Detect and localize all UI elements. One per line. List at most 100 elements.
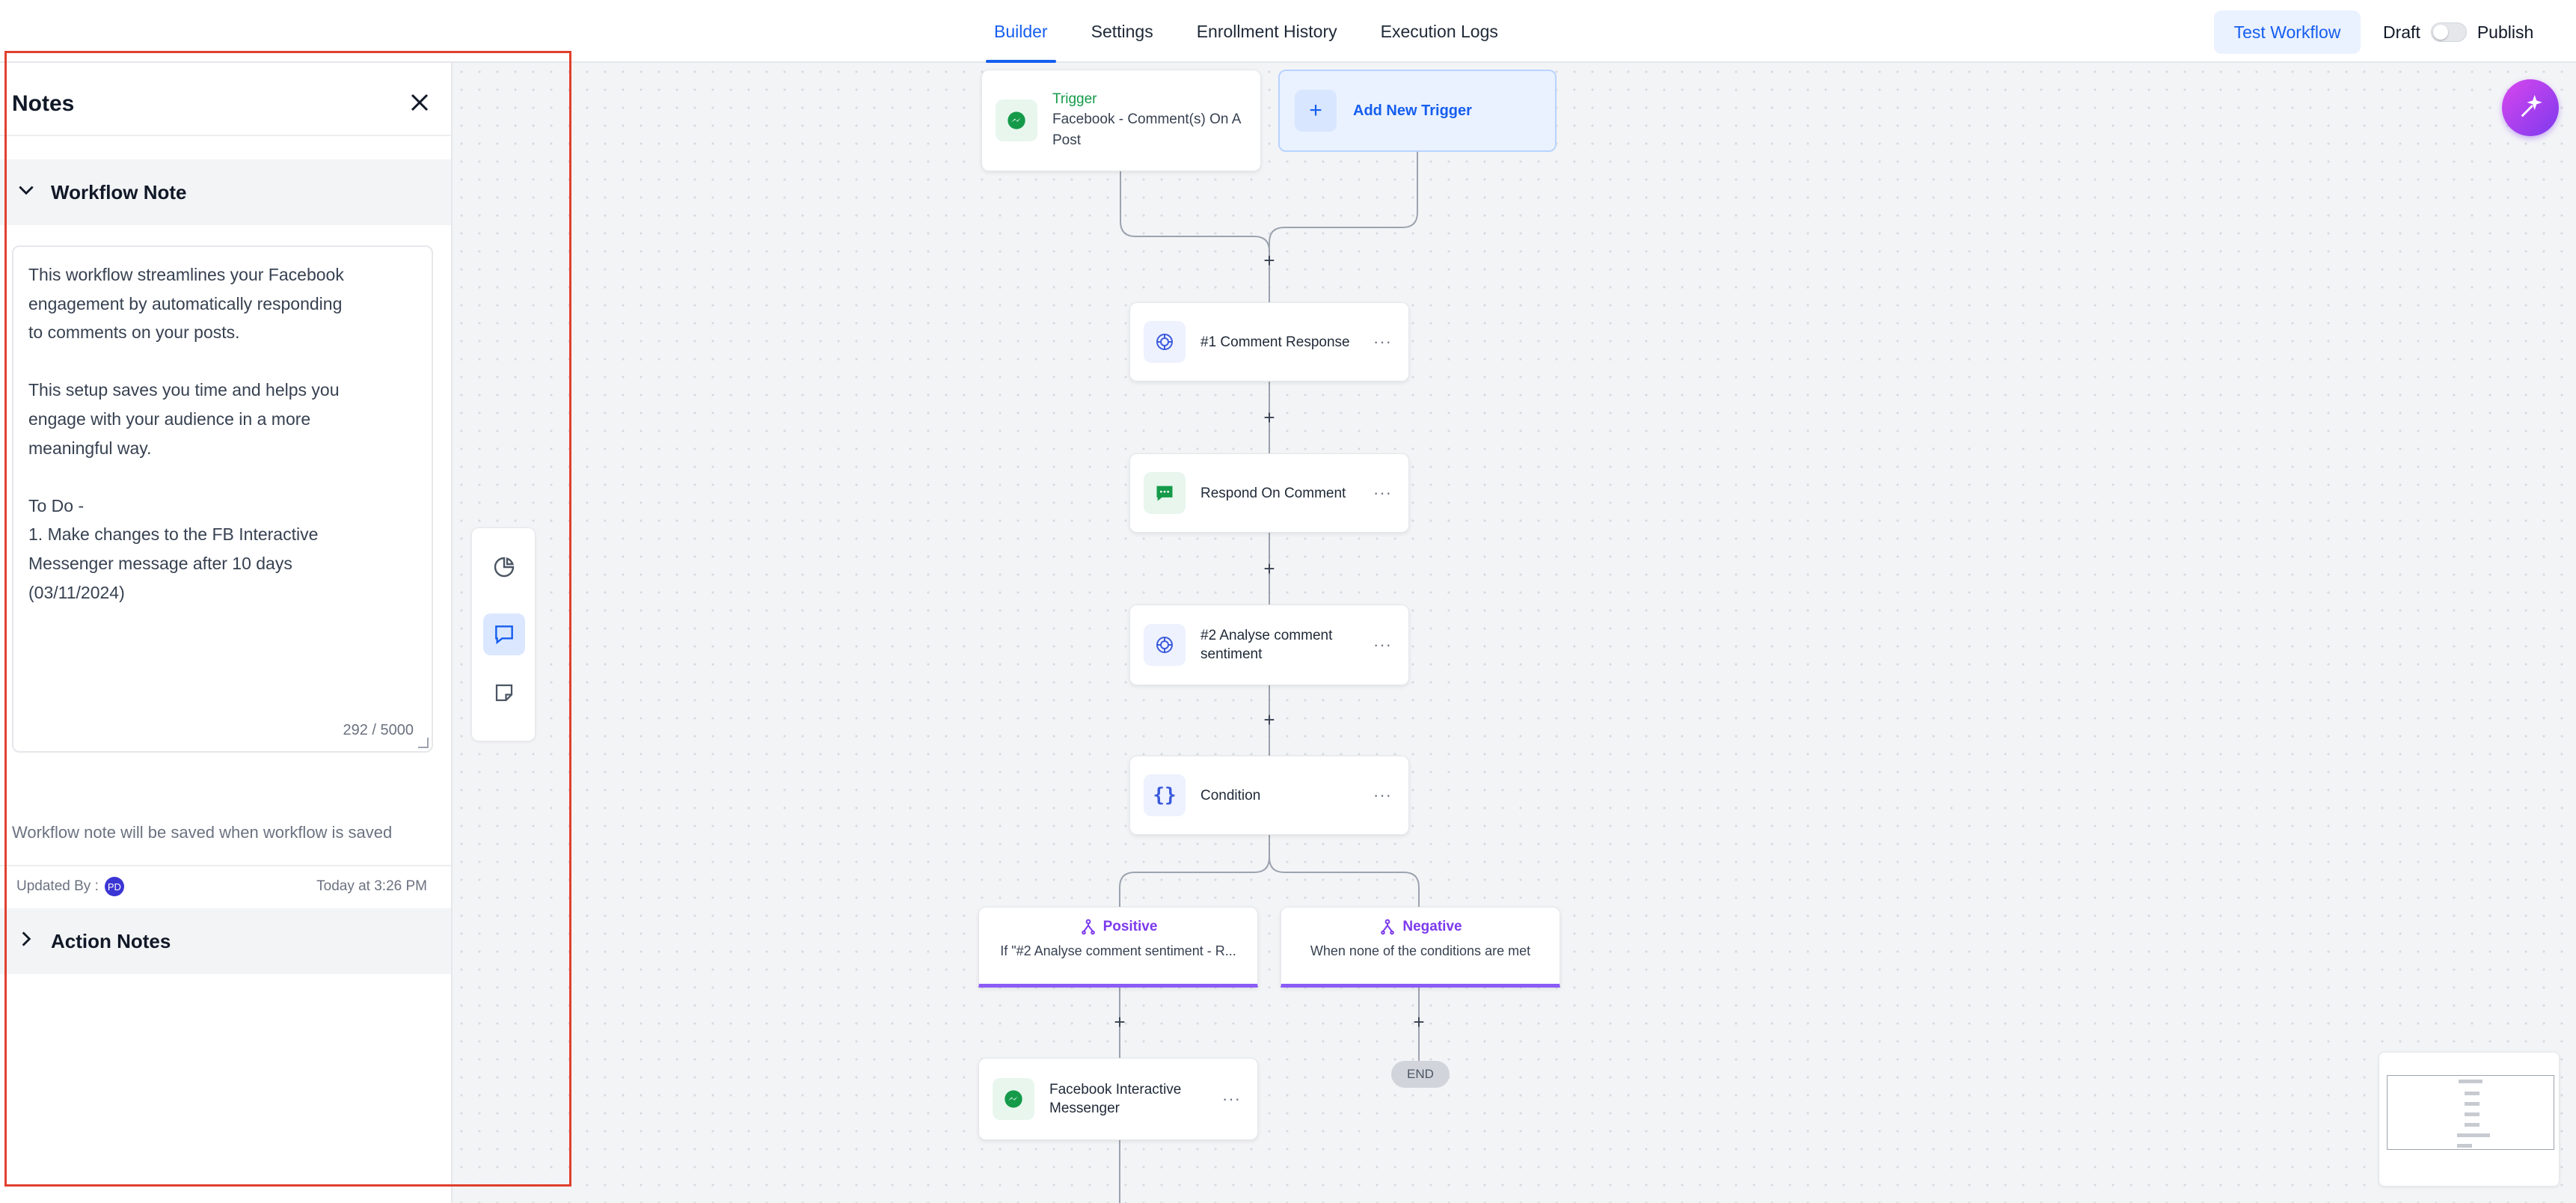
branch-icon (1081, 919, 1095, 935)
side-toolbar (471, 527, 536, 741)
top-bar: Builder Settings Enrollment History Exec… (0, 0, 2576, 63)
publish-toggle-group: Draft Publish (2383, 10, 2533, 54)
branch-title-text: Negative (1402, 919, 1462, 934)
branch-title: Negative (1281, 918, 1560, 936)
add-step-button[interactable]: + (1263, 708, 1275, 731)
more-options-icon[interactable]: ··· (1373, 786, 1392, 804)
action-label: #1 Comment Response (1200, 334, 1350, 350)
messenger-icon (993, 1078, 1034, 1120)
close-icon[interactable] (408, 89, 431, 119)
more-options-icon[interactable]: ··· (1373, 332, 1392, 351)
updated-by: Updated By : PD (16, 877, 124, 896)
action-label: Respond On Comment (1200, 485, 1346, 501)
updated-by-label: Updated By : (16, 878, 99, 895)
chevron-right-icon (16, 929, 39, 954)
updated-info: Updated By : PD Today at 3:26 PM (0, 865, 451, 907)
note-text: This workflow streamlines your Facebook … (28, 265, 344, 602)
add-step-button[interactable]: + (1263, 405, 1275, 429)
close-icon-glyph (411, 94, 429, 111)
openai-icon (1144, 321, 1186, 363)
minimap[interactable] (2379, 1052, 2560, 1187)
action-node-fb-interactive-messenger[interactable]: Facebook Interactive Messenger ··· (978, 1058, 1258, 1140)
minimap-node (2459, 1080, 2483, 1083)
char-count: 292 / 5000 (343, 722, 414, 738)
toggle-knob (2432, 25, 2448, 40)
end-marker: END (1391, 1061, 1450, 1088)
action-node-respond-on-comment[interactable]: Respond On Comment ··· (1129, 453, 1409, 533)
tab-bar: Builder Settings Enrollment History Exec… (972, 0, 1520, 63)
more-options-icon[interactable]: ··· (1373, 483, 1392, 502)
plus-icon: + (1295, 90, 1337, 132)
more-options-icon[interactable]: ··· (1222, 1089, 1241, 1108)
trigger-node[interactable]: Trigger Facebook - Comment(s) On A Post (981, 70, 1261, 171)
chevron-down-icon (16, 180, 39, 205)
branch-negative[interactable]: Negative When none of the conditions are… (1281, 907, 1560, 988)
more-options-icon[interactable]: ··· (1373, 635, 1392, 654)
add-step-button[interactable]: + (1263, 248, 1275, 272)
action-node-comment-response[interactable]: #1 Comment Response ··· (1129, 302, 1409, 382)
section-title: Action Notes (51, 929, 171, 952)
avatar: PD (104, 877, 124, 896)
tab-enrollment-history[interactable]: Enrollment History (1196, 21, 1337, 41)
minimap-node (2457, 1144, 2472, 1148)
chevron-down-glyph (19, 186, 34, 195)
notes-panel: Notes Workflow Note This workflow stream… (0, 63, 453, 1203)
action-notes-section-toggle[interactable]: Action Notes (0, 908, 451, 974)
updated-at: Today at 3:26 PM (316, 878, 427, 894)
branch-positive[interactable]: Positive If "#2 Analyse comment sentimen… (978, 907, 1258, 988)
publish-toggle[interactable] (2430, 22, 2467, 42)
add-step-button[interactable]: + (1114, 1010, 1126, 1033)
workflow-canvas[interactable] (453, 63, 2576, 1203)
openai-icon (1144, 624, 1186, 666)
trigger-label: Facebook - Comment(s) On A Post (1052, 111, 1241, 148)
analytics-tool-button[interactable] (483, 546, 525, 588)
publish-label: Publish (2477, 22, 2534, 42)
trigger-title: Trigger (1052, 91, 1097, 107)
comment-icon (495, 625, 513, 645)
minimap-node (2465, 1102, 2480, 1106)
pie-chart-icon (494, 557, 515, 578)
add-step-button[interactable]: + (1263, 557, 1275, 580)
braces-icon: {} (1144, 774, 1186, 816)
branch-subtitle: If "#2 Analyse comment sentiment - R... (1000, 943, 1236, 958)
chevron-right-glyph (22, 931, 31, 946)
add-new-trigger-button[interactable]: + Add New Trigger (1278, 70, 1557, 152)
workflow-note-textarea[interactable]: This workflow streamlines your Facebook … (12, 245, 433, 753)
ai-assistant-button[interactable] (2502, 79, 2559, 136)
action-label: Facebook Interactive Messenger (1049, 1082, 1182, 1116)
save-hint: Workflow note will be saved when workflo… (12, 823, 393, 842)
draft-label: Draft (2383, 22, 2420, 42)
connector-lines (1119, 152, 1420, 1203)
minimap-node (2465, 1112, 2480, 1116)
panel-title: Notes (12, 91, 75, 116)
branch-title: Positive (979, 918, 1257, 936)
add-step-button[interactable]: + (1413, 1010, 1425, 1033)
tab-builder[interactable]: Builder (972, 0, 1070, 63)
minimap-node (2465, 1123, 2480, 1127)
messenger-icon (996, 100, 1037, 141)
test-workflow-button[interactable]: Test Workflow (2214, 10, 2361, 54)
workflow-note-section-toggle[interactable]: Workflow Note (0, 159, 451, 225)
minimap-node (2457, 1133, 2490, 1137)
branch-icon (1381, 919, 1395, 935)
minimap-node (2465, 1092, 2480, 1095)
sticky-note-icon (495, 684, 513, 702)
tab-execution-logs[interactable]: Execution Logs (1380, 21, 1498, 41)
branch-subtitle: When none of the conditions are met (1310, 943, 1531, 958)
condition-node[interactable]: {} Condition ··· (1129, 756, 1409, 835)
action-label: #2 Analyse comment sentiment (1200, 628, 1333, 662)
condition-label: Condition (1200, 787, 1261, 803)
divider (0, 135, 451, 136)
magic-wand-icon (2521, 95, 2542, 117)
section-title: Workflow Note (51, 180, 187, 203)
trigger-text: Trigger Facebook - Comment(s) On A Post (1052, 90, 1248, 151)
tab-settings[interactable]: Settings (1091, 21, 1153, 41)
branch-title-text: Positive (1103, 919, 1158, 934)
chat-icon (1144, 472, 1186, 514)
notes-header: Notes (12, 85, 431, 123)
minimap-viewport (2387, 1075, 2554, 1150)
resize-handle-icon[interactable] (418, 738, 429, 748)
action-node-analyse-sentiment[interactable]: #2 Analyse comment sentiment ··· (1129, 604, 1409, 685)
sticky-note-tool-button[interactable] (483, 672, 525, 714)
notes-tool-button[interactable] (483, 613, 525, 655)
